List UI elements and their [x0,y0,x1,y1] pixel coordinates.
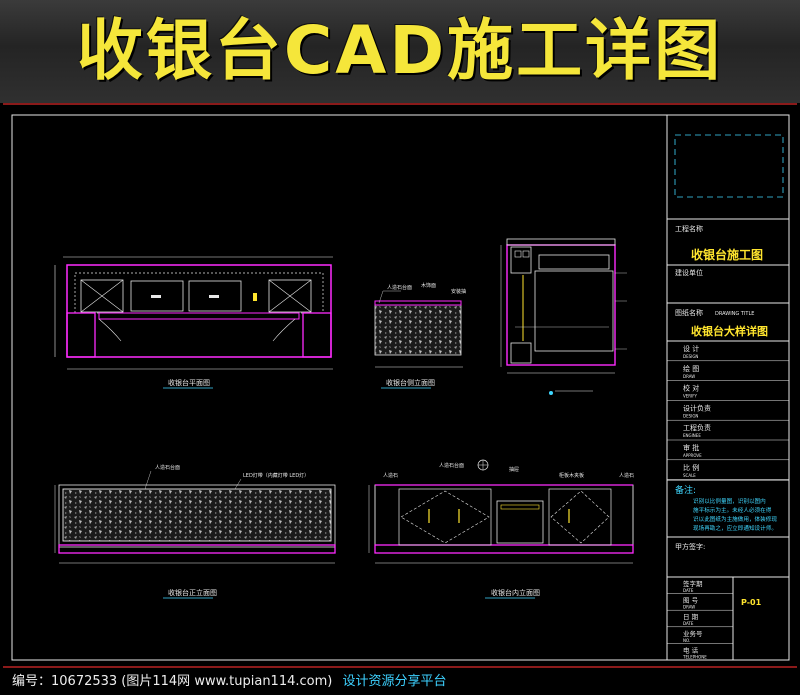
inner-elevation-view: 人造石 人造石台面 抽屉 柜板木夹板 人造石 收银台内立面图 [368,459,634,599]
plan-caption: 收银台平面图 [168,378,210,387]
drawing-name-en: DRAWING TITLE [715,311,754,317]
side-stone-note: 人造石台面 [387,284,412,291]
bottom-row-label: 日 期 [683,613,699,621]
title-row-label: 工程负责 [683,423,711,432]
title-row-label-en: DESIGN [683,354,698,359]
title-row-label-en: APPROVE [683,453,702,458]
party-a-label: 甲方签字: [675,542,705,551]
inner-note-e: 人造石 [619,472,634,479]
side-elevation-view: 人造石台面 木饰面 安装抽 收银台侧立面图 [374,282,466,389]
footer-id: 编号：10672533 (图片114网 www.tupian114.com) [12,674,333,689]
drawing-name: 收银台大样详图 [691,324,768,338]
front-led-note: LED灯带（内藏灯带 LED灯） [243,472,309,479]
bottom-row-label: 图 号 [683,597,699,605]
inner-note-c: 抽屉 [509,466,519,473]
notes-line: 施平标示为主。未经人必须在得 [693,506,772,514]
logo-box [674,134,784,198]
title-row-label-en: VERIFY [683,394,698,399]
sheet-number: P-01 [741,598,762,607]
inner-note-a: 人造石 [383,472,398,479]
side-drawer-note: 安装抽 [451,288,466,295]
title-row-label: 绘 图 [683,364,699,373]
bottom-row-label-en: DRAW [683,605,695,610]
notes-text: 识别以比例量图，识别以图内施平标示为主。未经人必须在得识以此图纸为主施做用，体装… [693,497,777,532]
inner-note-b: 人造石台面 [439,462,464,469]
side-wood-note: 木饰面 [421,282,436,289]
front-stone-note: 人造石台面 [155,464,180,471]
footer: 编号：10672533 (图片114网 www.tupian114.com) 设… [0,668,800,695]
drawing-name-label: 图纸名称 [675,308,703,317]
notes-line: 现场再勘之，应立即通知设计师。 [693,524,777,532]
title-row-label: 设 计 [683,344,699,353]
notes-line: 识以此图纸为主施做用，体装修现 [693,515,777,523]
footer-link[interactable]: 设计资源分享平台 [342,674,447,689]
bottom-row-label-en: NO. [683,638,690,643]
project-name: 收银台施工图 [691,247,763,262]
title-row-label-en: SCALE [683,473,696,478]
front-elevation-view: 人造石台面 LED灯带（内藏灯带 LED灯） 收银台正立面图 [54,464,336,599]
title-row-label: 比 例 [683,463,699,472]
bottom-row-label-en: DATE [683,621,694,626]
title-row-label-en: DESIGN [683,413,698,418]
inner-caption: 收银台内立面图 [491,588,540,597]
drawing-frame: 工程名称 收银台施工图 建设单位 图纸名称 DRAWING TITLE 收银台大… [3,103,797,668]
banner-title: 收银台CAD施工详图 [76,12,724,89]
bottom-row-label: 电 话 [683,645,699,654]
cad-drawing: 工程名称 收银台施工图 建设单位 图纸名称 DRAWING TITLE 收银台大… [11,114,790,661]
inner-note-d: 柜板木夹板 [559,472,584,479]
builder-label: 建设单位 [675,268,703,277]
title-block: 工程名称 收银台施工图 建设单位 图纸名称 DRAWING TITLE 收银台大… [666,115,789,661]
notes-line: 识别以比例量图，识别以图内 [693,497,766,505]
title-row-label: 校 对 [683,384,699,393]
title-row-label: 审 批 [683,443,699,452]
bottom-row-label-en: TELEPHONE [682,654,707,659]
bottom-row-label: 签字期 [683,579,703,588]
bottom-row-label-en: DATE [683,588,694,593]
banner: 收银台CAD施工详图 [0,0,800,103]
side-caption: 收银台侧立面图 [386,378,435,387]
bottom-row-label: 业务号 [683,629,703,638]
notes-label: 备注: [675,484,696,496]
title-row-label-en: DRAW [683,374,695,379]
project-name-label: 工程名称 [675,224,703,233]
sheet-border [11,114,790,661]
plan-view: 收银台平面图 [54,256,333,389]
title-row-label-en: ENGINEE [683,433,701,438]
title-row-label: 设计负责 [683,403,711,412]
front-caption: 收银台正立面图 [168,588,217,597]
section-detail-view [500,238,627,395]
